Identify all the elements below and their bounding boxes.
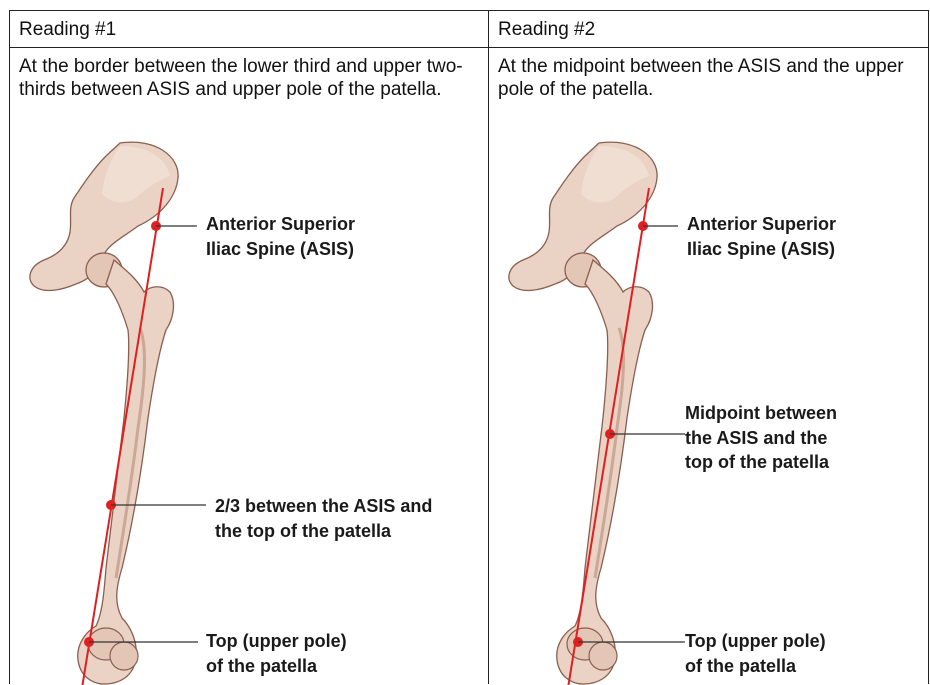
patella-label-1: Top (upper pole) of the patella xyxy=(206,629,347,678)
reading-1-header: Reading #1 xyxy=(10,11,489,48)
two-thirds-label-line1: 2/3 between the ASIS and xyxy=(215,494,432,519)
two-thirds-label-line2: the top of the patella xyxy=(215,519,432,544)
midpoint-label-line1: Midpoint between xyxy=(685,401,837,426)
patella-label-2: Top (upper pole) of the patella xyxy=(685,629,826,678)
femur-illustration-2 xyxy=(489,48,928,685)
midpoint-label: Midpoint between the ASIS and the top of… xyxy=(685,401,837,475)
patella-label-1-line1: Top (upper pole) xyxy=(206,629,347,654)
asis-label-2-line2: Iliac Spine (ASIS) xyxy=(687,237,836,262)
asis-label-1: Anterior Superior Iliac Spine (ASIS) xyxy=(206,212,355,261)
reading-2-panel: At the midpoint between the ASIS and the… xyxy=(489,48,929,684)
two-thirds-label: 2/3 between the ASIS and the top of the … xyxy=(215,494,432,543)
asis-label-2-line1: Anterior Superior xyxy=(687,212,836,237)
femur-shaft xyxy=(557,260,653,684)
reading-2-header: Reading #2 xyxy=(489,11,929,48)
asis-label-2: Anterior Superior Iliac Spine (ASIS) xyxy=(687,212,836,261)
patella-label-2-line2: of the patella xyxy=(685,654,826,679)
midpoint-label-line2: the ASIS and the xyxy=(685,426,837,451)
asis-label-1-line2: Iliac Spine (ASIS) xyxy=(206,237,355,262)
patella-label-1-line2: of the patella xyxy=(206,654,347,679)
femur-bone-2 xyxy=(509,142,657,684)
midpoint-label-line3: top of the patella xyxy=(685,450,837,475)
femur-illustration-1 xyxy=(10,48,488,685)
reading-1-panel: At the border between the lower third an… xyxy=(10,48,489,684)
measurement-table: Reading #1 Reading #2 At the border betw… xyxy=(9,10,929,684)
patella-label-2-line1: Top (upper pole) xyxy=(685,629,826,654)
asis-label-1-line1: Anterior Superior xyxy=(206,212,355,237)
